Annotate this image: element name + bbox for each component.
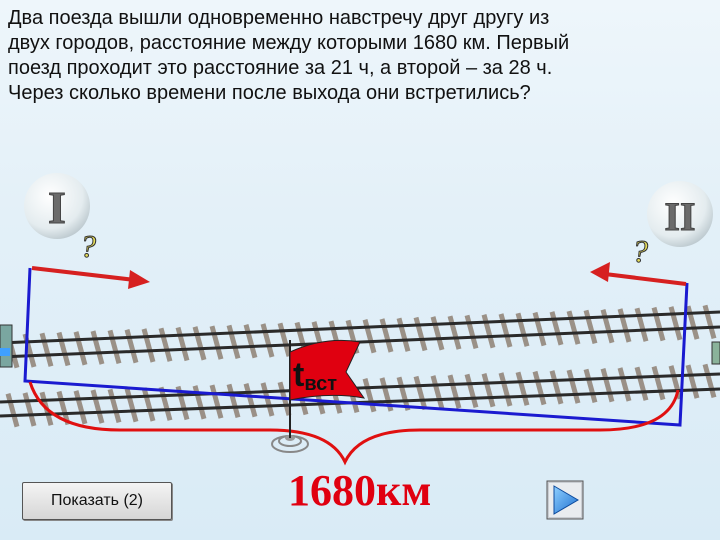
- play-icon: [553, 485, 579, 515]
- railroad-tie: [243, 324, 258, 359]
- railroad-tie: [464, 314, 479, 350]
- railroad-tie: [532, 311, 547, 347]
- problem-line: Через сколько времени после выхода они в…: [8, 82, 531, 104]
- train2-speed-label: ?: [632, 233, 648, 269]
- railroad-tie: [481, 314, 496, 349]
- railroad-tie: [192, 385, 207, 420]
- distance-label: 1680км: [288, 466, 431, 515]
- railroad-tie: [685, 364, 700, 399]
- railroad-ties: [5, 304, 717, 428]
- railroad-tie: [498, 313, 513, 348]
- railroad-tie: [600, 368, 615, 403]
- railroad-tie: [362, 319, 377, 354]
- railroad-tie: [226, 324, 241, 360]
- railroad-tie: [515, 312, 530, 347]
- railroad-tie: [22, 392, 37, 427]
- railroad-tie: [260, 382, 275, 417]
- train1-arrow: [31, 266, 150, 289]
- show-button[interactable]: Показать (2): [22, 482, 172, 520]
- railroad-tie: [583, 309, 598, 345]
- railroad-tie: [702, 363, 717, 399]
- railroad-tie: [532, 370, 547, 406]
- railroad-tie: [447, 374, 462, 409]
- railroad-tie: [464, 373, 479, 409]
- flag-t-label: tвст: [293, 356, 337, 395]
- railroad-tie: [56, 331, 71, 367]
- meeting-flag: tвст: [271, 339, 366, 453]
- railroad-tie: [702, 304, 717, 340]
- railroad-tie: [90, 389, 105, 424]
- train-right-icon: [711, 341, 720, 365]
- railroad-tie: [634, 366, 649, 401]
- railroad-tie: [124, 388, 139, 423]
- railroad-tie: [175, 326, 190, 362]
- railroad-tie: [56, 390, 71, 426]
- railroad-tie: [192, 326, 207, 361]
- train1-speed-label: ?: [80, 228, 96, 264]
- railroad-tie: [617, 367, 632, 402]
- flag-sub-label: вст: [304, 373, 337, 395]
- railroad-tie: [685, 305, 700, 340]
- train2-badge: II: [647, 181, 713, 247]
- train-left-icon: [0, 324, 13, 368]
- railroad-tie: [413, 316, 428, 352]
- play-button[interactable]: [546, 480, 584, 520]
- railroad-tie: [600, 309, 615, 344]
- railroad-tie: [583, 368, 598, 404]
- railroad-tie: [243, 383, 258, 418]
- distance-brace: [28, 381, 680, 466]
- railroad-tie: [634, 307, 649, 342]
- train2-label: II: [664, 194, 695, 239]
- railroad-tie: [430, 316, 445, 351]
- railroad-tie: [209, 384, 224, 419]
- railroad-tie: [430, 375, 445, 410]
- railroad-tie: [362, 378, 377, 413]
- railroad-tie: [566, 369, 581, 404]
- railroad-tie: [396, 376, 411, 411]
- railroad-tie: [226, 383, 241, 419]
- railroad-tie: [651, 306, 666, 342]
- railroad-tie: [209, 325, 224, 360]
- railroad-tie: [73, 390, 88, 425]
- railroad-tie: [277, 322, 292, 357]
- railroad-tie: [617, 308, 632, 343]
- railroad-tie: [158, 386, 173, 421]
- railroad-tie: [481, 373, 496, 408]
- railroad-tie: [260, 323, 275, 358]
- train1-badge: I: [24, 173, 90, 239]
- railroad-tie: [549, 311, 564, 346]
- railroad-tie: [515, 371, 530, 406]
- railroad-tie: [396, 317, 411, 352]
- railroad-tie: [73, 331, 88, 366]
- railroad-tie: [651, 365, 666, 401]
- railroad-tie: [498, 372, 513, 407]
- railroad-tie: [90, 330, 105, 365]
- railroad-tie: [124, 329, 139, 364]
- railroad-tie: [158, 327, 173, 362]
- railroad-tie: [379, 318, 394, 353]
- railroad-tie: [447, 315, 462, 350]
- problem-line: поезд проходит это расстояние за 21 ч, а…: [8, 57, 553, 79]
- railroad-tie: [107, 329, 122, 365]
- train1-label: I: [48, 182, 66, 233]
- railroad-tie: [668, 306, 683, 341]
- railroad-tie: [5, 393, 20, 428]
- distance-line: [23, 267, 689, 427]
- problem-line: Два поезда вышли одновременно навстречу …: [8, 7, 550, 29]
- railroad-tie: [566, 310, 581, 345]
- problem-line: двух городов, расстояние между которыми …: [8, 32, 570, 54]
- railroad-tie: [141, 387, 156, 422]
- train2-arrow: [590, 262, 687, 286]
- railroad-tie: [549, 370, 564, 405]
- railroad-tie: [141, 328, 156, 363]
- railroad-tie: [39, 332, 54, 367]
- problem-text: Два поезда вышли одновременно навстречу …: [8, 6, 708, 106]
- railroad-tie: [107, 388, 122, 424]
- railroad-tie: [413, 375, 428, 411]
